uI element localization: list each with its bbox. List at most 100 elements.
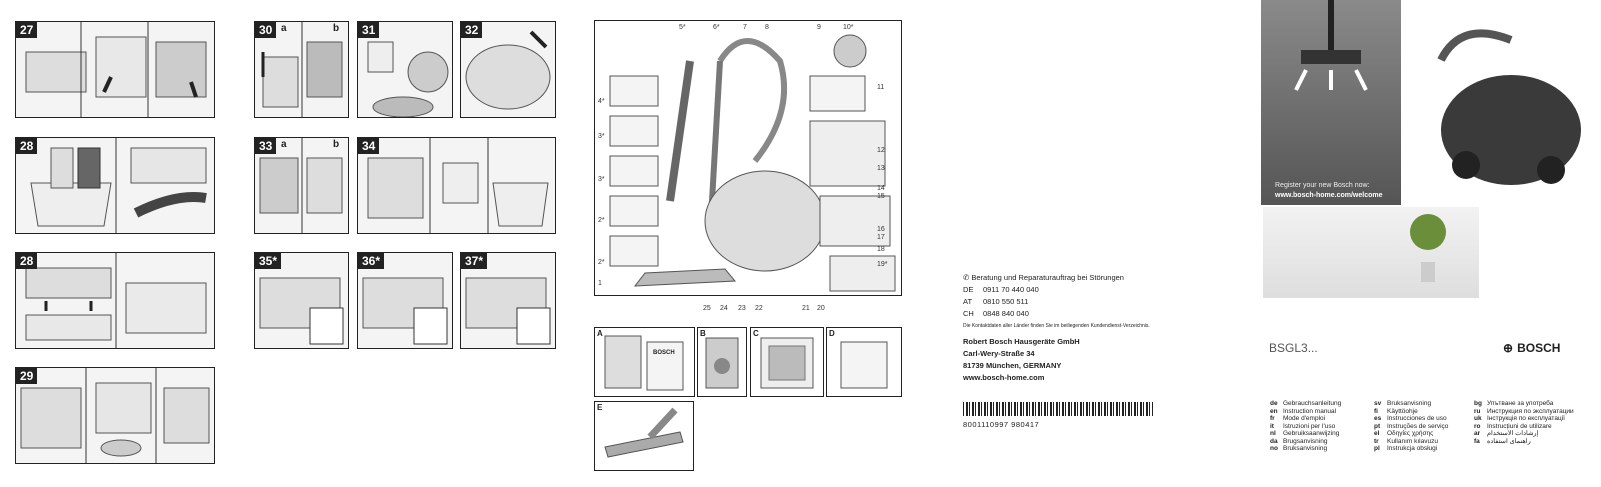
step-number: 27 <box>16 22 38 38</box>
step-number: 33 <box>255 138 277 154</box>
part-label: 12 <box>877 147 885 154</box>
part-label: 6* <box>713 24 720 31</box>
carpet-photo: Register your new Bosch now: www.bosch-h… <box>1261 0 1401 205</box>
sub-label-b: b <box>333 139 340 150</box>
accessory-e: E <box>594 401 694 471</box>
step-number: 30 <box>255 22 277 38</box>
step-number: 28 <box>16 253 38 269</box>
part-label: 13 <box>877 165 885 172</box>
accessory-b: B <box>697 327 747 397</box>
accessory-letter: C <box>753 329 759 338</box>
part-label: 7 <box>743 24 747 31</box>
part-label: 3* <box>598 176 605 183</box>
parts-diagram: 5* 6* 7 8 9 10* 11 12 13 14 15 16 17 18 … <box>594 20 902 312</box>
filter-wash-illustration <box>16 138 214 233</box>
part-label: 25 <box>703 305 711 312</box>
part-label: 3* <box>598 133 605 140</box>
part-label: 23 <box>738 305 746 312</box>
step-32-panel: 32 <box>460 21 556 118</box>
part-label: 18 <box>877 246 885 253</box>
part-label: 4* <box>598 98 605 105</box>
part-label: 24 <box>720 305 728 312</box>
step-number: 37* <box>461 253 488 269</box>
part-label: 2* <box>598 217 605 224</box>
brand-logo: ⊕BOSCH <box>1503 341 1561 355</box>
sub-label-b: b <box>333 23 340 34</box>
part-label: 15 <box>877 193 885 200</box>
part-label: 19* <box>877 261 888 268</box>
barcode-number: 8001110997 980417 <box>963 420 1040 429</box>
register-text: Register your new Bosch now: www.bosch-h… <box>1275 182 1383 199</box>
model-number: BSGL3... <box>1269 341 1318 355</box>
part-label: 17 <box>877 234 885 241</box>
step-number: 29 <box>16 368 38 384</box>
step-number: 34 <box>358 138 380 154</box>
accessory-letter: D <box>829 329 835 338</box>
step-33-panel: 33 a b <box>254 137 349 234</box>
step-30-panel: 30 a b <box>254 21 349 118</box>
part-label: 11 <box>877 84 885 91</box>
hepa-filter-illustration <box>461 253 555 348</box>
part-label: 21 <box>802 305 810 312</box>
exhaust-filter-illustration <box>255 253 348 348</box>
exhaust-filter-illustration <box>16 368 214 463</box>
step-35-panel: 35* <box>254 252 349 349</box>
bag-removal-illustration <box>255 22 348 117</box>
part-label: 14 <box>877 185 885 192</box>
service-heading: ✆ Beratung und Reparaturauftrag bei Stör… <box>963 273 1124 282</box>
step-number: 31 <box>358 22 380 38</box>
step-number: 32 <box>461 22 483 38</box>
step-number: 36* <box>358 253 385 269</box>
part-label: 22 <box>755 305 763 312</box>
step-27-panel: 27 <box>15 21 215 118</box>
exhaust-filter-illustration <box>358 253 452 348</box>
motor-filter-illustration <box>358 138 555 233</box>
accessory-a: A BOSCH <box>594 327 695 397</box>
step-37-panel: 37* <box>460 252 556 349</box>
accessory-c: C <box>750 327 824 397</box>
sub-label-a: a <box>281 23 287 34</box>
bosch-logo-icon: ⊕ <box>1503 341 1514 355</box>
step-36-panel: 36* <box>357 252 453 349</box>
phone-icon: ✆ <box>963 273 972 282</box>
lid-close-illustration <box>461 22 555 117</box>
sub-label-a: a <box>281 139 287 150</box>
barcode <box>963 402 1153 416</box>
company-address: Robert Bosch Hausgeräte GmbH Carl-Wery-S… <box>963 337 1080 382</box>
part-label: 9 <box>817 24 821 31</box>
room-photo <box>1263 207 1479 298</box>
step-number: 35* <box>255 253 282 269</box>
part-label: 2* <box>598 259 605 266</box>
filter-illustration <box>16 22 214 117</box>
step-29-panel: 29 <box>15 367 215 464</box>
part-label: 10* <box>843 24 854 31</box>
part-label: 16 <box>877 226 885 233</box>
part-label: 5* <box>679 24 686 31</box>
accessory-letter: E <box>597 403 603 412</box>
accessory-d: D <box>826 327 902 397</box>
vacuum-cleaner-illustration <box>609 34 896 292</box>
contact-note: Die Kontaktdaten aller Länder finden Sie… <box>963 323 1150 329</box>
step-31-panel: 31 <box>357 21 453 118</box>
accessory-letter: B <box>700 329 706 338</box>
step-28-panel: 28 <box>15 137 215 234</box>
step-28b-panel: 28 <box>15 252 215 349</box>
accessory-letter: A <box>597 329 603 338</box>
step-34-panel: 34 <box>357 137 556 234</box>
part-label: 1 <box>598 280 602 287</box>
vacuum-product-photo <box>1401 0 1601 205</box>
filter-insert-illustration <box>16 253 214 348</box>
service-contact: ✆ Beratung und Reparaturauftrag bei Stör… <box>963 272 1150 332</box>
bag-insert-illustration <box>255 138 348 233</box>
part-label: 8 <box>765 24 769 31</box>
step-number: 28 <box>16 138 38 154</box>
part-label: 20 <box>817 305 825 312</box>
bag-indicator-illustration <box>358 22 452 117</box>
bag-box-brand: BOSCH <box>653 350 675 356</box>
